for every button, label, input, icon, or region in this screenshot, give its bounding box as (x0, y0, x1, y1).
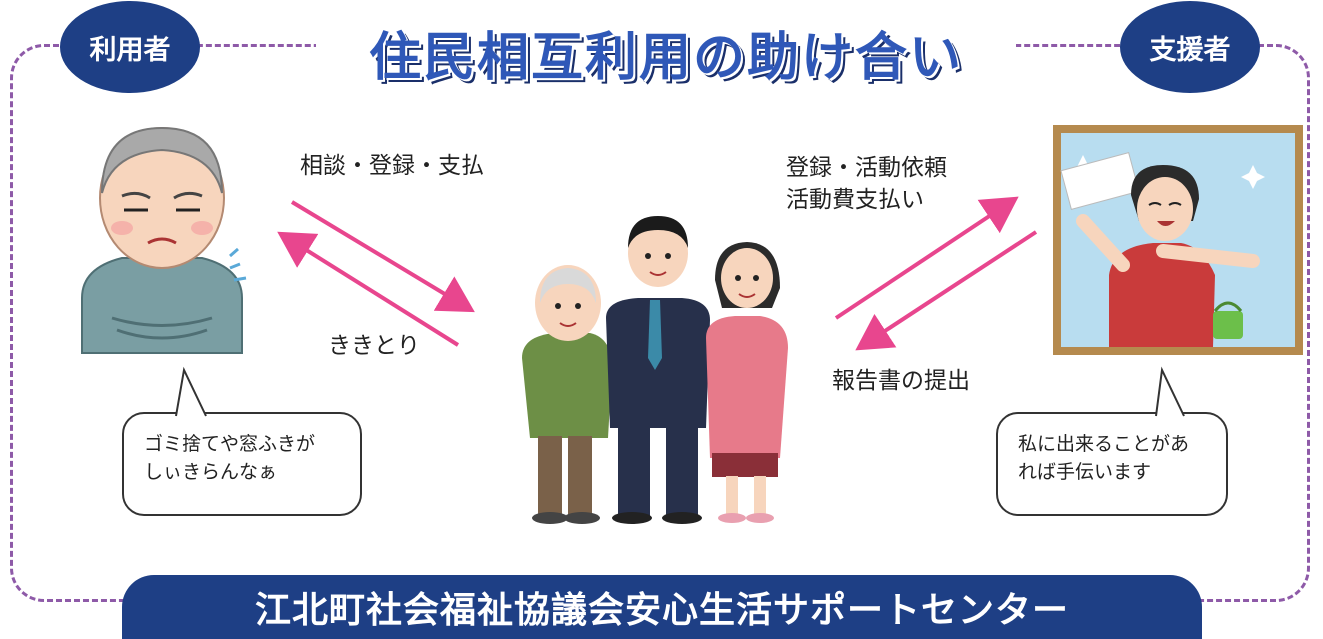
label-report-submit: 報告書の提出 (832, 368, 970, 394)
window-cleaning-woman-icon (1053, 125, 1303, 355)
user-bubble-line-2: しぃきらんなぁ (144, 461, 278, 483)
label-request-and-pay: 登録・活動依頼 活動費支払い (786, 152, 947, 216)
label-listening: ききとり (328, 333, 420, 359)
supporter-speech-bubble: 私に出来ることがあ れば手伝います (996, 366, 1228, 516)
bubble-tail (1155, 366, 1185, 417)
bubble-tail (175, 366, 207, 417)
label-request-line-2: 活動費支払い (786, 187, 924, 213)
supporter-role-badge: 支援者 (1120, 1, 1260, 93)
supporter-bubble-line-1: 私に出来ることがあ (1018, 433, 1190, 455)
page-title: 住民相互利用の助け合い (316, 14, 1016, 90)
arrow-user-to-center (290, 200, 475, 313)
label-consult-register-pay: 相談・登録・支払 (300, 153, 484, 179)
user-bubble-line-1: ゴミ捨てや窓ふきが (144, 433, 316, 455)
supporter-bubble-line-2: れば手伝います (1018, 461, 1152, 483)
arrow-center-to-user (277, 231, 460, 347)
user-speech-bubble: ゴミ捨てや窓ふきが しぃきらんなぁ (122, 366, 362, 516)
label-request-line-1: 登録・活動依頼 (786, 155, 947, 181)
arrow-center-to-supporter (834, 196, 1019, 320)
organization-footer: 江北町社会福祉協議会安心生活サポートセンター (122, 575, 1202, 639)
user-role-badge: 利用者 (60, 1, 200, 93)
center-staff-group-icon (522, 216, 788, 524)
arrow-supporter-to-center (855, 230, 1038, 351)
worried-elderly-man-icon (81, 126, 247, 354)
